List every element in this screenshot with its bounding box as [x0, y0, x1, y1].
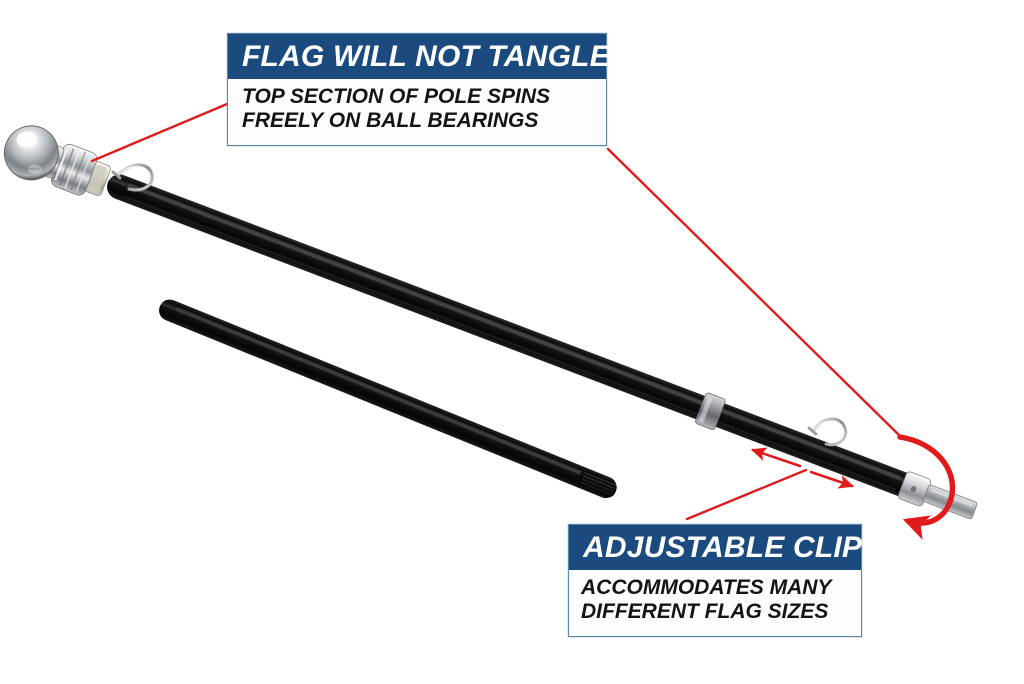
lower-pole-section [159, 299, 617, 499]
callout-adjustable-clip: ADJUSTABLE CLIP ACCOMMODATES MANY DIFFER… [568, 524, 862, 637]
ball-bearing-swivel [84, 161, 111, 196]
rotation-arrow [897, 434, 956, 540]
clip-slide-arrow-up [751, 447, 802, 468]
callout-clip-body: ACCOMMODATES MANY DIFFERENT FLAG SIZES [569, 570, 861, 635]
callout-flag-will-not-tangle: FLAG WILL NOT TANGLE TOP SECTION OF POLE… [227, 33, 610, 146]
callout-clip-body-line-2: DIFFERENT FLAG SIZES [581, 599, 829, 623]
callout-clip-body-line-1: ACCOMMODATES MANY [581, 576, 832, 599]
leader-line-clip [685, 468, 808, 521]
leader-line-tangle [90, 102, 229, 163]
ball-finial [3, 125, 111, 196]
callout-tangle-header: FLAG WILL NOT TANGLE [228, 34, 610, 79]
top-flag-clip [111, 163, 154, 192]
callout-tangle-body-line-1: TOP SECTION OF POLE SPINS [242, 85, 551, 108]
leader-line-rotation [606, 147, 903, 439]
callout-tangle-body-line-2: FREELY ON BALL BEARINGS [242, 108, 539, 132]
clip-slide-arrow-down [809, 470, 854, 489]
callout-tangle-body: TOP SECTION OF POLE SPINS FREELY ON BALL… [228, 79, 606, 144]
callout-clip-header: ADJUSTABLE CLIP [569, 525, 862, 570]
adjustable-clip-band [695, 392, 848, 447]
